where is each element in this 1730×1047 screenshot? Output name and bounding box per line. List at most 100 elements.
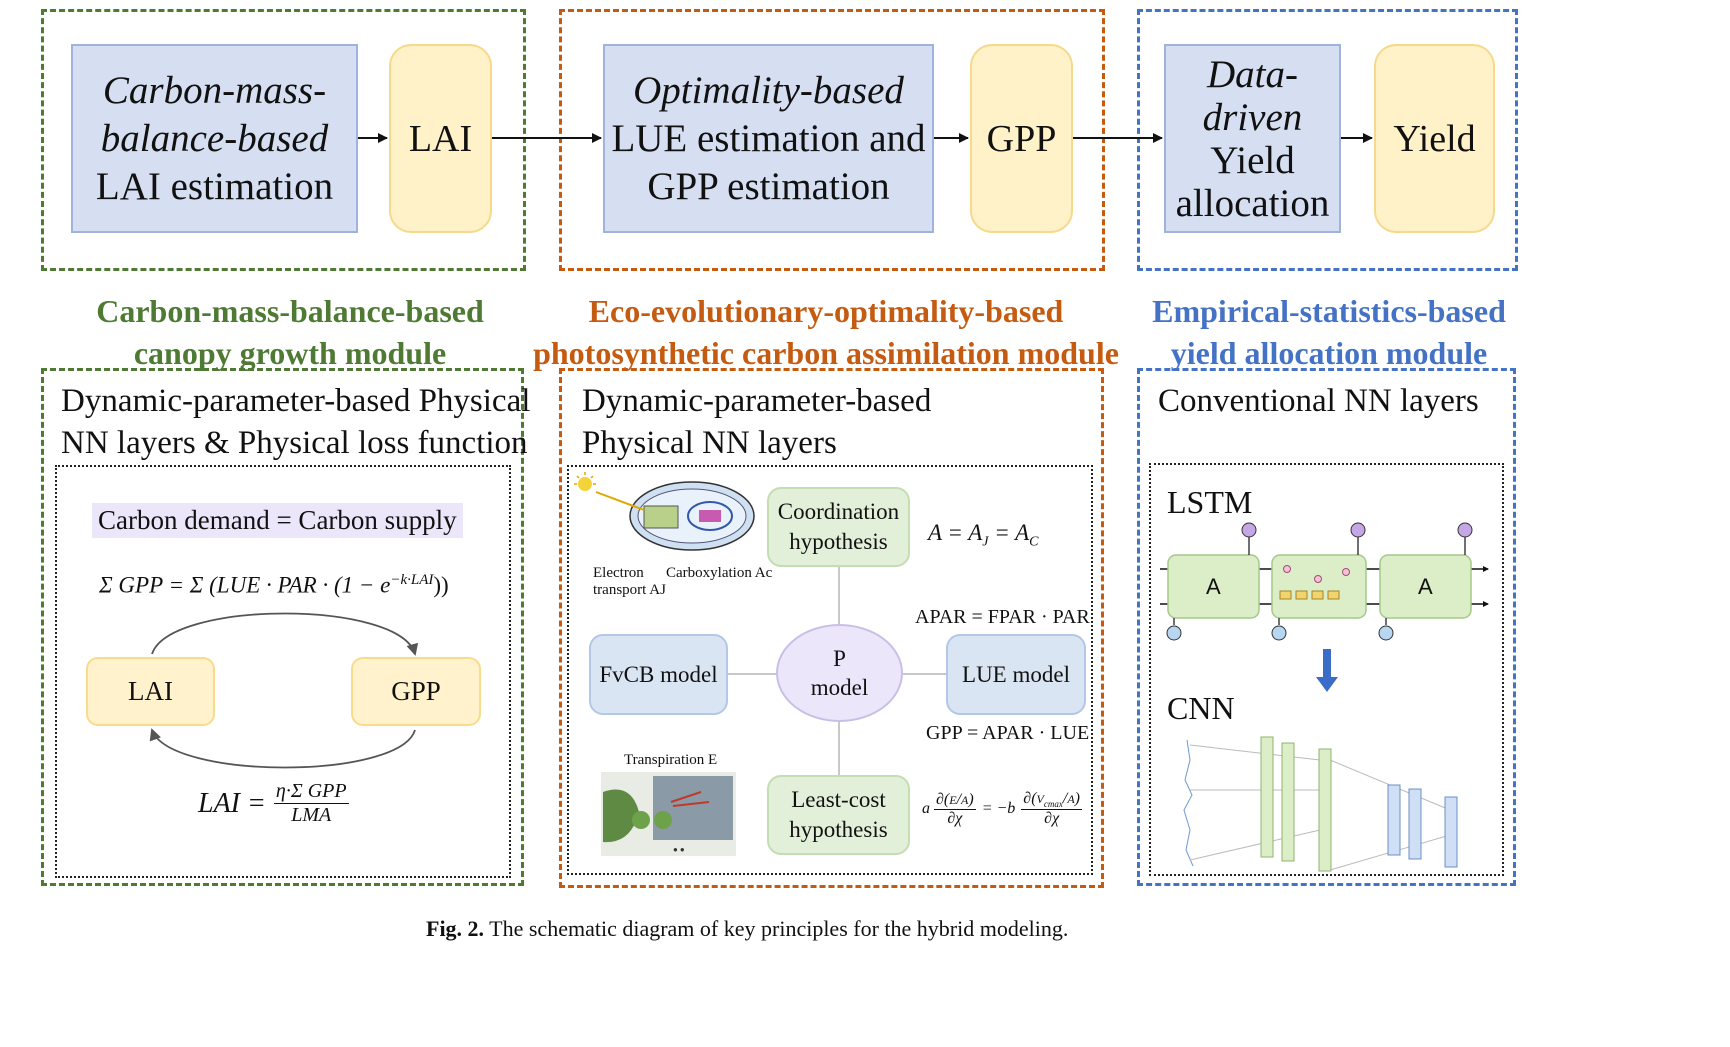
lc-frac2-den: ∂χ [1044,810,1060,828]
lai-formula-lhs: LAI = [198,787,266,819]
aj-ac-eq: = A [988,520,1030,545]
box1-line1: Carbon-mass- [102,68,327,112]
orange-module-title: Eco-evolutionary-optimality-based photos… [520,290,1132,374]
blue-module-title: Empirical-statistics-based yield allocat… [1140,290,1518,374]
gpp-small-box: GPP [351,657,481,726]
lai-estimation-box: Carbon-mass- balance-based LAI estimatio… [71,44,358,233]
middle-subtitle-line2: Physical NN layers [582,425,837,461]
gpp-sum-equation: Σ GPP = Σ (LUE · PAR · (1 − e−k·LAI)) [99,572,449,599]
right-inner-box [1149,463,1504,876]
lstm-ops [1283,565,1350,583]
least-cost-equation: a ∂(E/A) ∂χ = −b ∂(Vcmax/A) ∂χ [922,790,1082,828]
lc-frac2-num: ∂(Vcmax/A) [1021,790,1082,811]
cnn-label: CNN [1167,690,1235,726]
top-frame-blue [1137,9,1518,271]
left-panel-subtitle: Dynamic-parameter-based Physical NN laye… [61,380,530,464]
lc-line2: hypothesis [789,817,888,842]
guard-cell-left [632,811,650,829]
co2-marker: ● ● [673,845,685,854]
yield-output-label: Yield [1393,117,1476,160]
lstm-cell-2 [1271,554,1367,619]
rubisco [699,510,721,522]
right-panel-subtitle: Conventional NN layers [1158,383,1479,419]
lstm-cell-3-label: A [1418,574,1433,599]
gpp-estimation-box: Optimality-based LUE estimation and GPP … [603,44,934,233]
leaf-shape [603,789,639,843]
sun-icon [578,477,592,491]
lc-frac2-v: V [1036,792,1044,806]
lai-small-label: LAI [128,676,173,706]
electron-transport-label: Electron transport AJ [593,565,666,599]
green-title-line1: Carbon-mass-balance-based [96,293,484,329]
p-model-line2: model [810,675,869,700]
aj-ac-j: J [982,534,989,550]
leaf-cross-section [653,776,733,840]
box2-line1: Optimality-based [633,68,904,112]
coord-line2: hypothesis [789,529,888,554]
green-title-line2: canopy growth module [133,335,447,371]
lc-frac1-num: ∂(E/A) [934,790,976,810]
lstm-output-nodes [1241,522,1473,538]
guard-cell-right [654,811,672,829]
aj-ac-a: A = A [928,520,983,545]
lc-frac1-partial: ∂( [936,790,950,808]
box2-line3: GPP estimation [647,164,890,208]
lc-frac2-partial: ∂( [1023,790,1037,807]
stomata-svg: ● ● [601,772,736,856]
lc-frac1-den: ∂χ [947,809,963,827]
lstm-cell-1 [1167,554,1260,619]
lc-frac2: ∂(Vcmax/A) ∂χ [1021,790,1082,828]
top-frame-orange [559,9,1105,271]
left-inner-box [55,465,511,878]
orange-title-line2: photosynthetic carbon assimilation modul… [533,335,1119,371]
lstm-io-lines [1173,537,1466,625]
cnn-conv-layers [1260,736,1332,872]
left-subtitle-line2: NN layers & Physical loss function [61,425,528,461]
p-model-line1: P [833,646,846,671]
aj-ac-c: C [1029,534,1039,550]
water-flow-arrows [670,791,710,807]
gpp-sum-close: )) [433,572,449,598]
lai-fraction: η·Σ GPP LMA [273,780,349,827]
green-module-title: Carbon-mass-balance-based canopy growth … [60,290,520,374]
fvcb-model-label: FvCB model [599,661,718,687]
cnn-network [1183,736,1458,872]
light-ray [595,491,645,511]
gpp-sum-main: Σ GPP = Σ (LUE · PAR · (1 − e [99,572,391,598]
carbon-balance-equation: Carbon demand = Carbon supply [92,503,463,538]
coord-line1: Coordination [777,499,900,524]
gpp-apar-equation: GPP = APAR · LUE [926,722,1090,744]
down-arrow-icon [1316,649,1338,692]
box2-line2: LUE estimation and [611,116,926,160]
coordination-hypothesis-box: Coordination hypothesis [767,487,910,567]
lai-fraction-numerator: η·Σ GPP [273,780,349,804]
lue-model-box: LUE model [946,634,1086,715]
lc-frac2-cmax: cmax [1043,799,1063,810]
lc-frac1-a: A [961,792,969,807]
lstm-input-nodes [1166,625,1394,641]
box3-line1: Data- [1207,52,1298,96]
box1-line2: balance-based [100,116,329,160]
transpiration-label: Transpiration E [624,752,718,768]
chloroplast-svg [574,472,755,551]
caption-text: The schematic diagram of key principles … [489,916,1069,941]
middle-subtitle-line1: Dynamic-parameter-based [582,383,932,419]
lc-frac2-a: A [1067,792,1075,806]
lstm-label: LSTM [1167,484,1253,520]
blue-title-line1: Empirical-statistics-based [1152,293,1506,329]
apar-equation: APAR = FPAR · PAR [915,606,1090,628]
lc-eq-equals: = −b [981,800,1016,818]
sun-rays-icon [574,472,596,485]
lc-line1: Least-cost [791,787,886,812]
lai-small-box: LAI [86,657,215,726]
electron-line1: Electron [593,565,644,581]
gpp-output-box: GPP [970,44,1073,233]
fvcb-model-box: FvCB model [589,634,728,715]
carboxylation-label: Carboxylation Ac [666,565,773,581]
lai-output-box: LAI [389,44,492,233]
cnn-dense-layers [1387,784,1458,868]
blue-title-line2: yield allocation module [1170,335,1488,371]
left-subtitle-line1: Dynamic-parameter-based Physical [61,383,531,419]
